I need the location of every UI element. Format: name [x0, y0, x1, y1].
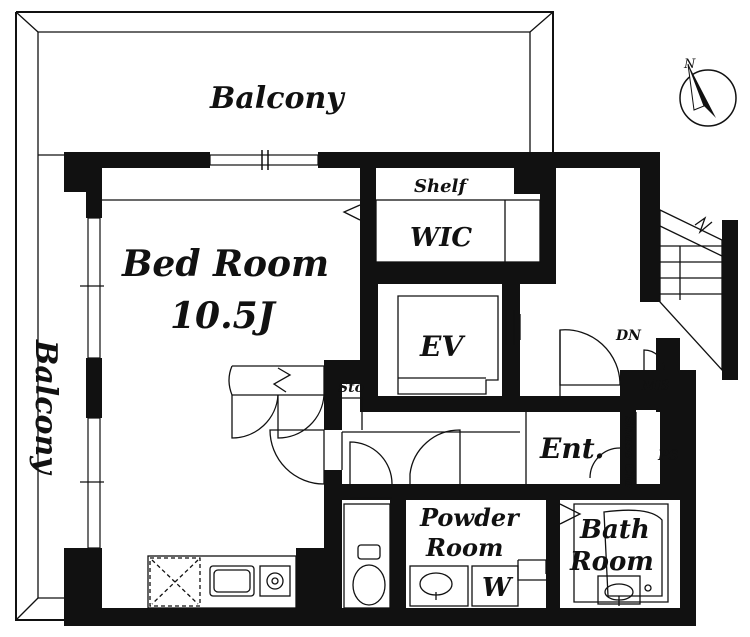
powder-room-label-line1: Powder — [419, 503, 521, 532]
bedroom-name-label: Bed Room — [121, 243, 329, 285]
staircase — [656, 208, 723, 372]
balcony-left-label: Balcony — [28, 339, 63, 476]
bath-room-label-line2: Room — [569, 547, 654, 577]
north-compass: N — [679, 57, 737, 127]
balcony-top-label: Balcony — [209, 81, 346, 116]
wic-label: WIC — [410, 223, 472, 253]
shelf-label: Shelf — [414, 176, 469, 197]
interior-walls — [296, 168, 680, 624]
outer-walls — [64, 150, 738, 626]
mb-label: MB — [641, 378, 669, 394]
balcony-left — [15, 12, 64, 621]
entrance-label: Ent. — [539, 432, 604, 465]
bath-room-label-line1: Bath — [579, 515, 650, 545]
bedroom-size-label: 10.5J — [170, 295, 277, 337]
compass-north-label: N — [683, 57, 696, 72]
ps-label: PS — [657, 448, 679, 464]
powder-room-label-line2: Room — [425, 533, 503, 562]
ev-label: EV — [419, 330, 466, 363]
storage-label: Sto — [338, 380, 364, 396]
washer-label: W — [482, 573, 514, 603]
fixtures — [102, 199, 669, 609]
balcony-top — [15, 11, 554, 152]
shoes-closet-label: Shose Clo — [621, 416, 636, 488]
room-labels: Balcony Balcony Bed Room 10.5J Shelf WIC… — [28, 81, 679, 603]
dn-label: DN — [615, 328, 642, 344]
